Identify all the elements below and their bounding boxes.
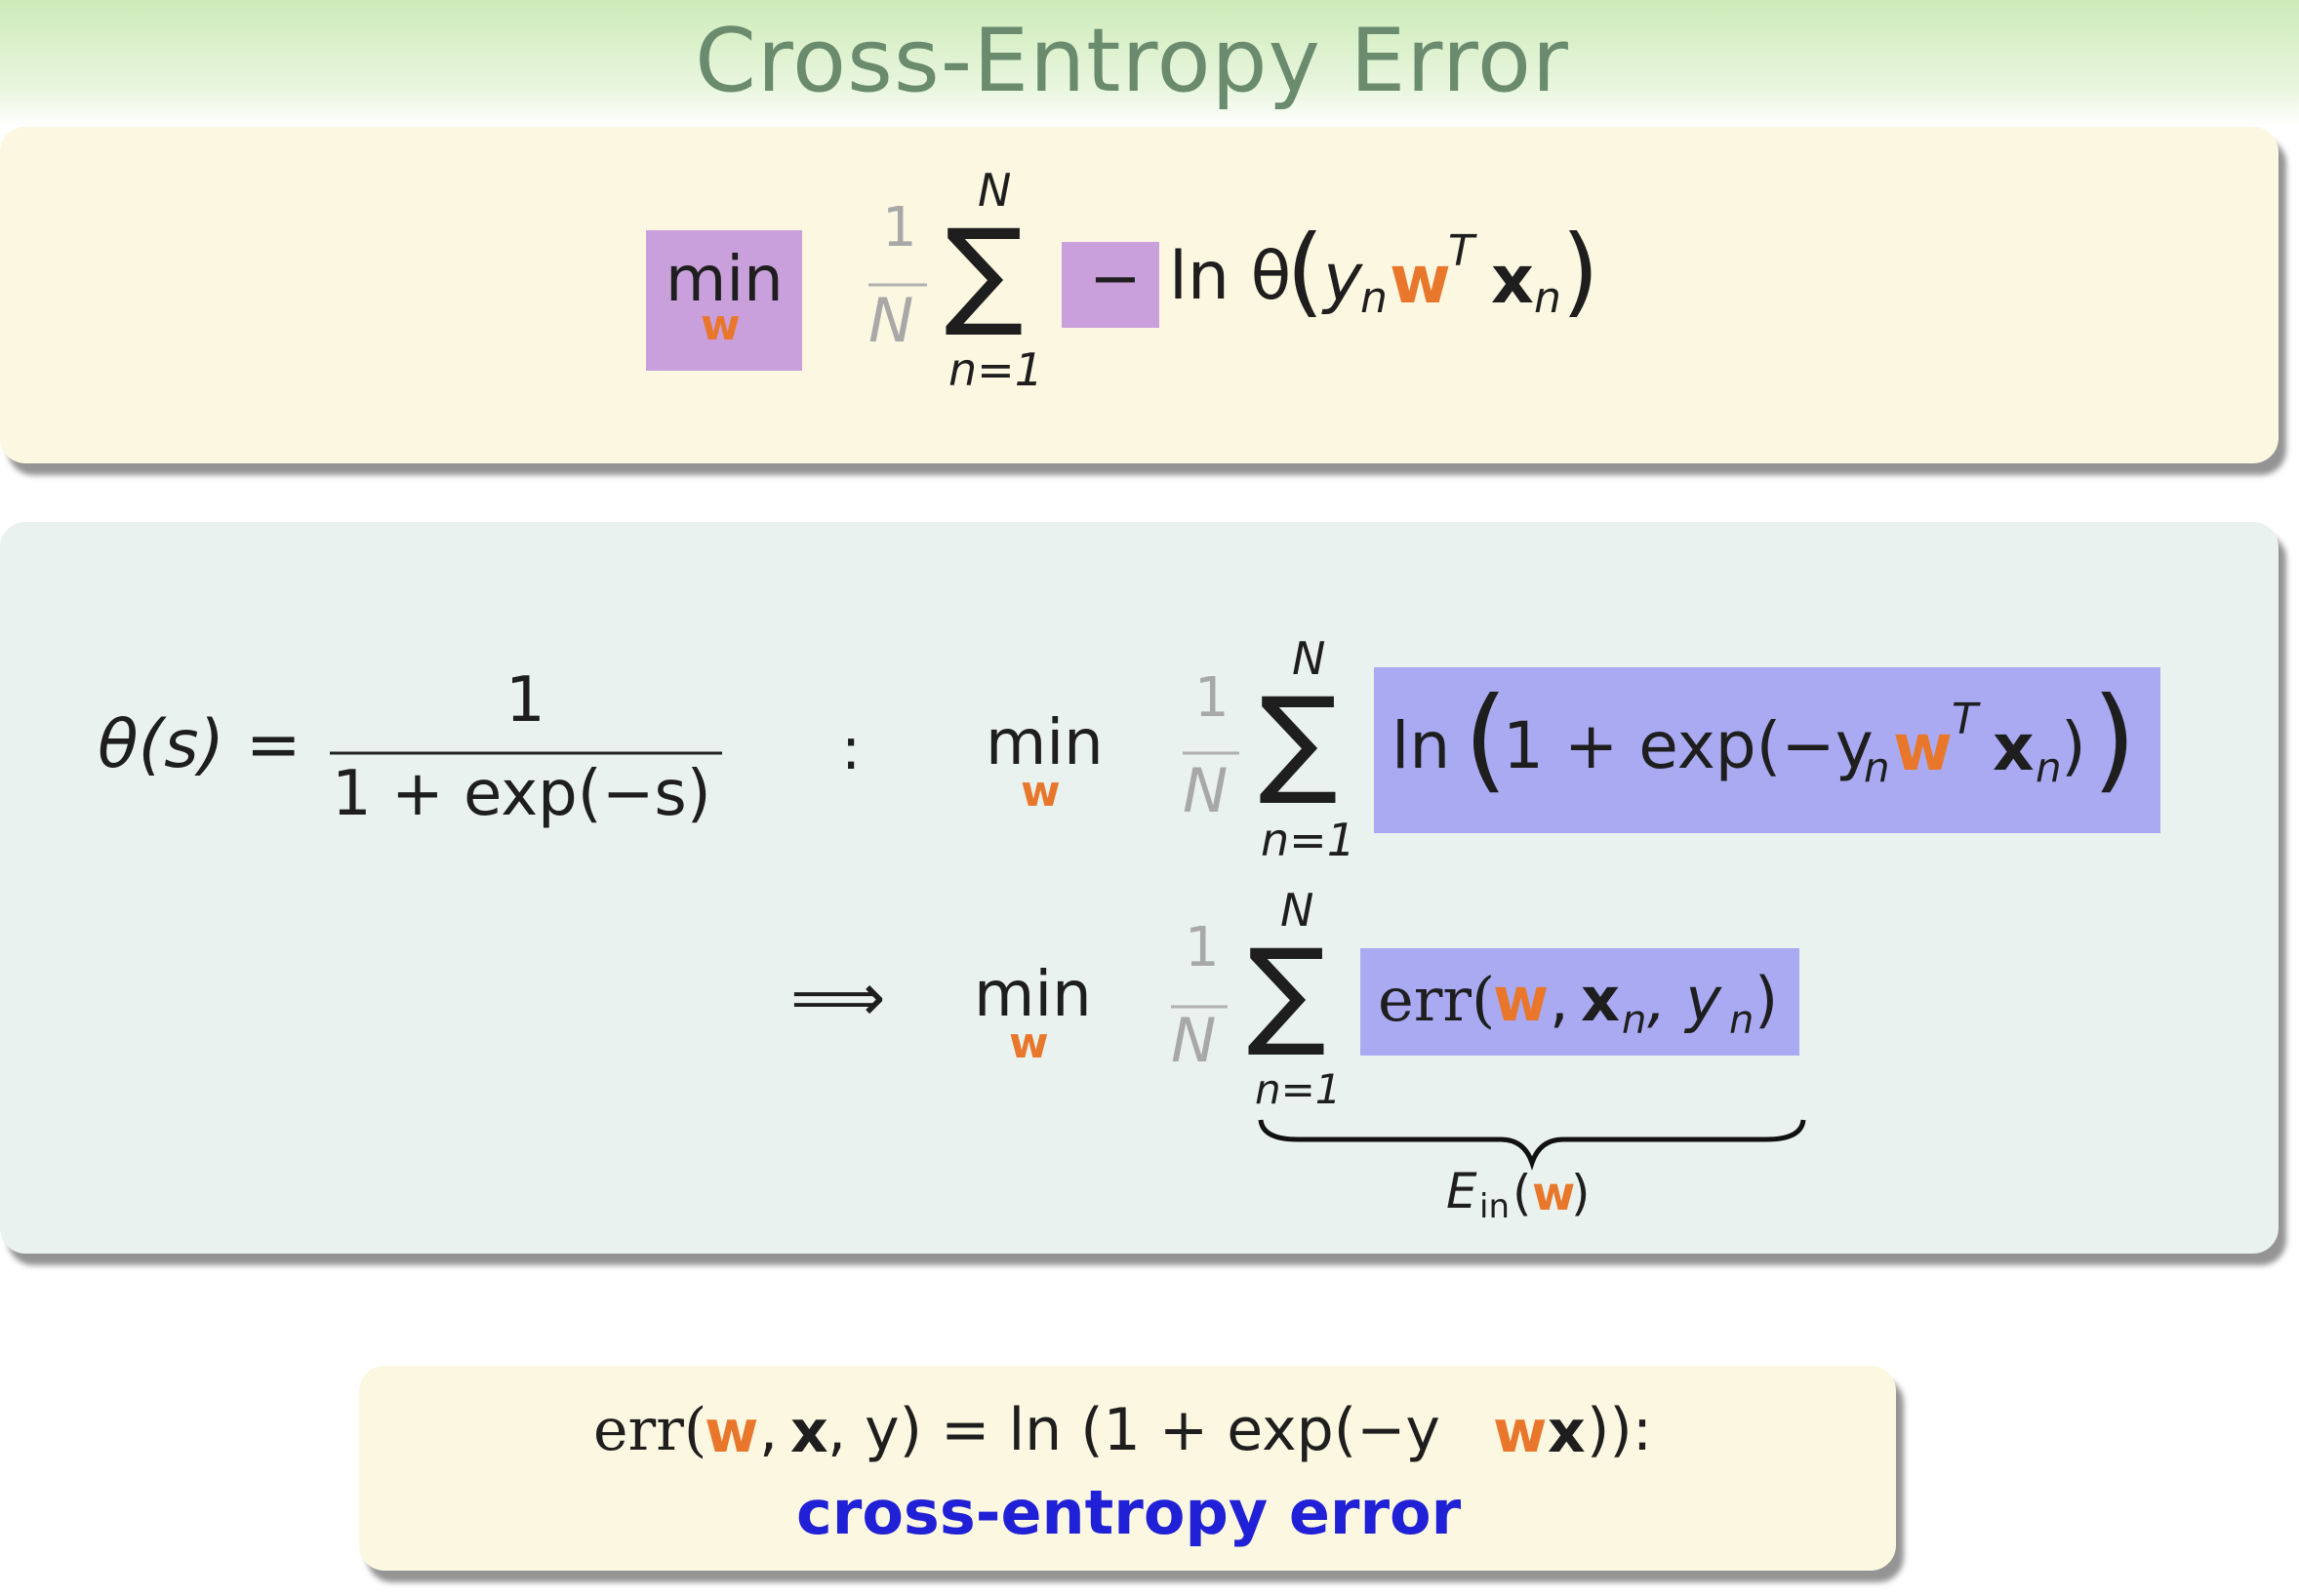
def-err-weight-w: w xyxy=(705,1398,759,1466)
slide-title: Cross-Entropy Error xyxy=(695,10,1569,112)
row1-inner-close: ) xyxy=(2061,708,2086,783)
def-err-x2: x xyxy=(1548,1398,1586,1466)
row2-frac-denominator: N xyxy=(1171,1005,1217,1076)
theta-definition-lhs: θ(s) = xyxy=(98,706,302,783)
transpose-T: T xyxy=(1448,226,1474,276)
row1-x-vector: x xyxy=(1993,710,2035,785)
implies-arrow: ⟹ xyxy=(790,960,886,1037)
row2-fraction-bar xyxy=(1171,1005,1228,1009)
row2-sum-lower: n=1 xyxy=(1255,1065,1342,1113)
row2-sum-upper: N xyxy=(1280,884,1314,937)
row1-big-left-paren: ( xyxy=(1464,673,1509,805)
min-highlight xyxy=(646,230,802,371)
def-err-comma1: , xyxy=(759,1396,779,1464)
min-operator: min xyxy=(666,244,784,316)
row2-err-highlight xyxy=(1360,948,1799,1056)
theta-fraction-bar xyxy=(330,751,722,755)
derivation-box xyxy=(0,522,2279,1254)
row2-err-y-subscript: n xyxy=(1729,998,1754,1043)
row2-err-x-subscript: n xyxy=(1622,998,1647,1043)
def-err-weight-w2: w xyxy=(1493,1398,1548,1466)
row1-weight-w: w xyxy=(1893,710,1953,785)
right-paren: ) xyxy=(1561,214,1600,328)
ln-theta: ln θ xyxy=(1169,238,1292,315)
underbrace xyxy=(1258,1119,1806,1171)
y-symbol: y xyxy=(1323,240,1363,317)
colon-separator: : xyxy=(841,715,862,783)
ein-label-E: E xyxy=(1446,1163,1477,1219)
row1-min-subscript-w: w xyxy=(1021,767,1061,817)
row1-sum-lower: n=1 xyxy=(1261,814,1355,866)
row1-y-subscript-n: n xyxy=(1864,743,1890,791)
row1-min: min xyxy=(986,707,1104,779)
row1-transpose-T: T xyxy=(1952,695,1978,744)
min-subscript-w: w xyxy=(701,300,741,350)
row2-frac-numerator: 1 xyxy=(1185,916,1220,979)
ein-label-w: w xyxy=(1532,1167,1576,1221)
def-err-rhs: , y) = ln (1 + exp(−y xyxy=(827,1396,1440,1464)
def-err-tail: )): xyxy=(1587,1396,1653,1464)
row1-frac-numerator: 1 xyxy=(1194,666,1230,730)
row2-min: min xyxy=(974,959,1092,1031)
row1-sum-symbol: ∑ xyxy=(1259,673,1338,809)
row1-fraction-bar xyxy=(1183,751,1239,755)
row2-err-comma1: , xyxy=(1550,964,1569,1035)
def-err-label: err( xyxy=(593,1396,707,1464)
title-bar xyxy=(0,0,2299,127)
row1-logloss-highlight xyxy=(1374,667,2160,833)
fraction-bar xyxy=(868,283,927,287)
ein-label-open: ( xyxy=(1512,1165,1532,1221)
fraction-numerator: 1 xyxy=(882,196,917,259)
def-err-x: x xyxy=(790,1398,828,1466)
row1-ln: ln xyxy=(1392,708,1451,783)
weight-w: w xyxy=(1390,242,1451,319)
ein-label-close: ) xyxy=(1571,1165,1591,1221)
sum-upper-limit: N xyxy=(978,164,1012,217)
minus-highlight xyxy=(1062,242,1159,328)
row1-x-subscript-n: n xyxy=(2036,743,2062,791)
fraction-denominator: N xyxy=(868,285,914,356)
theta-denominator: 1 + exp(−s) xyxy=(332,758,711,830)
row1-sum-upper: N xyxy=(1292,632,1326,685)
theta-numerator: 1 xyxy=(505,664,545,737)
sum-symbol: ∑ xyxy=(945,205,1024,340)
definition-box xyxy=(359,1366,1896,1571)
y-subscript-n: n xyxy=(1360,273,1388,323)
row2-min-subscript-w: w xyxy=(1009,1018,1049,1068)
row1-inner-expression: 1 + exp(−y xyxy=(1503,708,1874,783)
row2-err-y: , y xyxy=(1647,964,1722,1035)
minus-sign: − xyxy=(1089,243,1142,315)
row2-err-label: err( xyxy=(1378,964,1496,1035)
row1-frac-denominator: N xyxy=(1183,755,1229,826)
row2-err-close: ) xyxy=(1754,964,1779,1035)
ein-label-sub: in xyxy=(1479,1187,1510,1226)
x-subscript-n: n xyxy=(1534,273,1561,323)
row2-sum-symbol: ∑ xyxy=(1247,925,1326,1060)
row2-err-x: x xyxy=(1581,964,1620,1035)
x-vector: x xyxy=(1491,242,1534,319)
sum-lower-limit: n=1 xyxy=(948,343,1043,396)
row2-err-weight-w: w xyxy=(1493,964,1550,1035)
left-paren: ( xyxy=(1286,214,1325,328)
cross-entropy-caption: cross-entropy error xyxy=(796,1477,1462,1548)
row1-big-right-paren: ) xyxy=(2092,673,2137,805)
